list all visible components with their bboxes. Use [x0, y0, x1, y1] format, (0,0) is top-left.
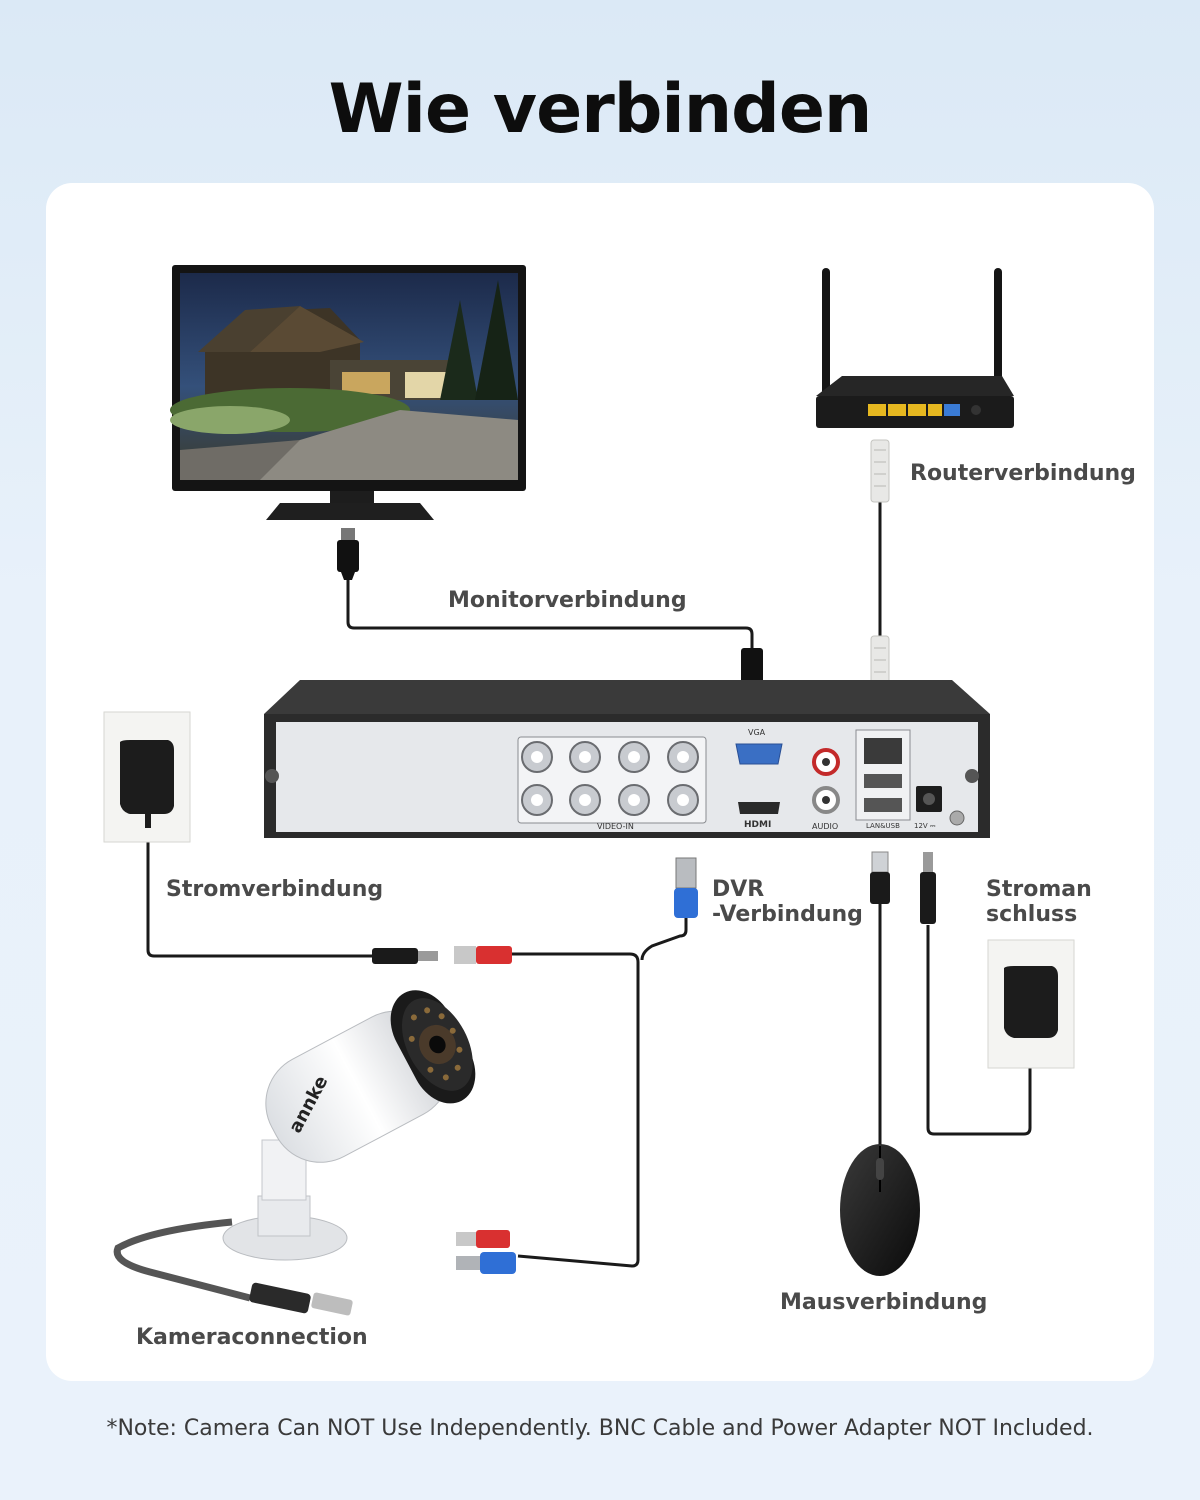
- dvr-audio-label: AUDIO: [812, 822, 839, 831]
- label-camera: Kameraconnection: [136, 1325, 368, 1350]
- dvr-vga-label: VGA: [748, 728, 766, 737]
- cable-end-connectors: [456, 1230, 516, 1274]
- dvr-video-in-label: VIDEO-IN: [597, 822, 634, 831]
- label-monitor: Monitorverbindung: [448, 588, 687, 613]
- label-dvr-2: -Verbindung: [712, 902, 863, 927]
- dvr-recorder: [264, 680, 990, 838]
- page-title: Wie verbinden: [328, 70, 873, 149]
- mouse: [840, 1144, 920, 1276]
- dc-barrel-plug: [372, 948, 438, 964]
- power-cable: [146, 825, 372, 958]
- dc-power-cable: [926, 925, 1032, 1136]
- label-power-outlet-2: schluss: [986, 902, 1078, 927]
- rca-red-connector: [454, 946, 512, 964]
- camera-pigtail: [113, 1218, 251, 1302]
- label-power: Stromverbindung: [166, 877, 384, 902]
- rj45-plug-router: [870, 439, 890, 503]
- hdmi-cable: [346, 578, 754, 648]
- power-adapter-right: [987, 939, 1075, 1069]
- bnc-cable: [640, 918, 688, 961]
- router: [816, 268, 1014, 428]
- cables: [113, 500, 1032, 1302]
- dvr-hdmi-label: HDMI: [744, 820, 772, 830]
- dc-plug-vertical: [920, 852, 936, 924]
- usb-plug: [870, 851, 890, 904]
- camera-power-cable: [512, 952, 640, 1268]
- bullet-camera: [222, 990, 476, 1261]
- power-adapter-left: [103, 711, 191, 843]
- bnc-connector-dvr: [674, 857, 698, 918]
- label-router: Routerverbindung: [910, 461, 1136, 486]
- label-mouse: Mausverbindung: [780, 1290, 988, 1315]
- dvr-dc-label: 12V ⎓: [914, 822, 936, 830]
- hdmi-plug-monitor: [337, 528, 359, 580]
- monitor: [170, 265, 526, 520]
- dvr-lan-usb-label: LAN&USB: [866, 822, 900, 830]
- label-dvr-1: DVR: [712, 877, 765, 902]
- label-power-outlet-1: Stroman: [986, 877, 1092, 902]
- pigtail-connectors: [249, 1282, 353, 1316]
- footnote: *Note: Camera Can NOT Use Independently.…: [106, 1416, 1094, 1441]
